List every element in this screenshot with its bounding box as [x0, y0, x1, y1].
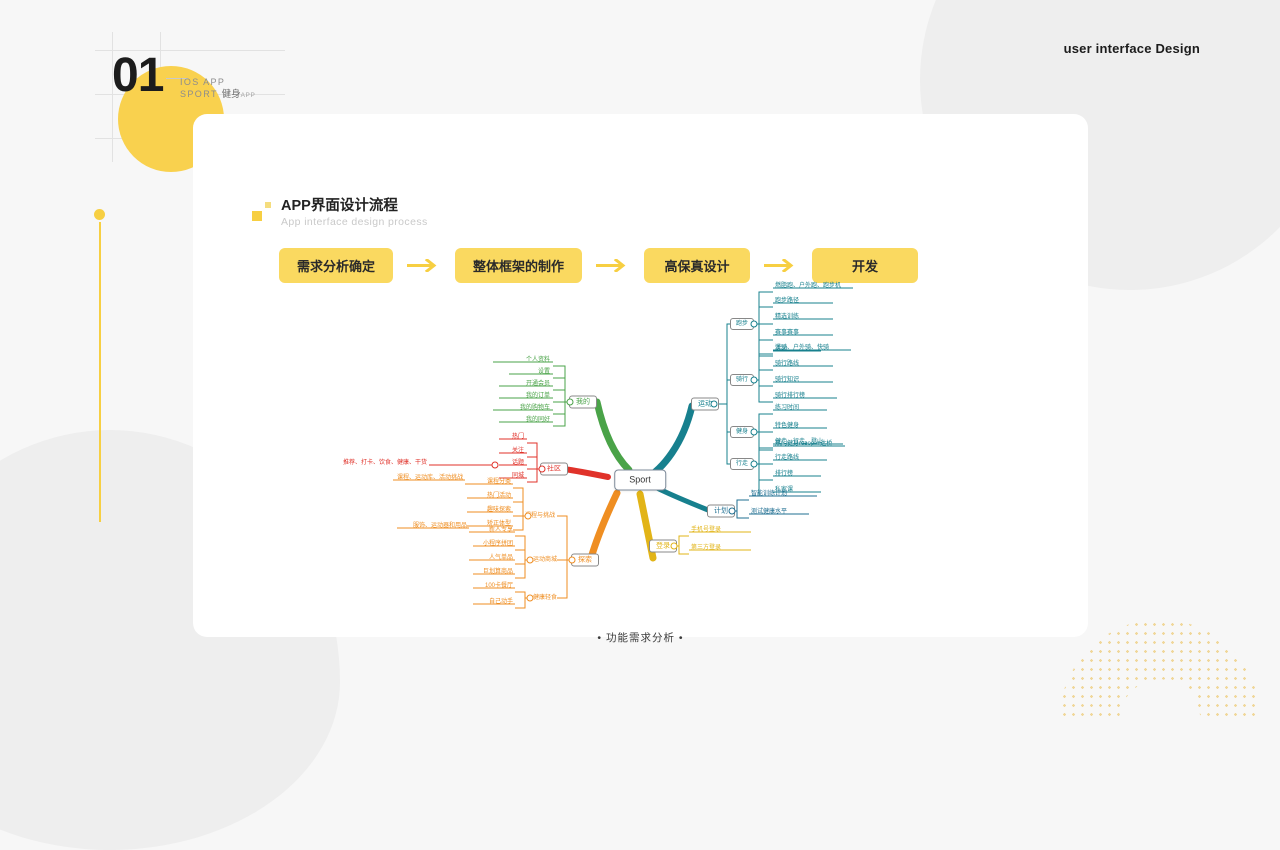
mindmap-leaf: 小程序拼团	[482, 541, 513, 547]
mindmap-leaf: 漫骑、户外骑、快骑	[775, 345, 830, 351]
mindmap-leaf: 手机号登录	[691, 527, 722, 533]
slide-subtitle-line1: IOS APP	[180, 77, 226, 87]
flow-step-1[interactable]: 需求分析确定	[279, 248, 394, 283]
mindmap-leaf: 关注	[511, 448, 524, 454]
mindmap: Sport 运动 跑步 燃脂跑、户外跑、跑步机 跑步路径 精选训练 赛事赛事 活…	[193, 114, 1088, 637]
card-footer-caption: • 功能需求分析 •	[597, 632, 684, 644]
mindmap-leaf: 新人专享	[488, 527, 513, 533]
decor-yellow-dot	[94, 209, 105, 220]
mindmap-leaf: 热门	[511, 434, 524, 440]
branch-dot-icon	[526, 556, 534, 564]
mindmap-leaf: 开通会员	[525, 381, 550, 387]
mindmap-leaf: 燃脂跑、户外跑、跑步机	[775, 283, 842, 289]
mindmap-leaf: 跑步路径	[775, 298, 800, 304]
branch-dot-icon	[568, 556, 576, 564]
mindmap-group-courses[interactable]: 课程与挑战	[524, 513, 555, 519]
mindmap-note: 课程、运动库、活动挑战	[396, 475, 463, 481]
branch-dot-icon	[524, 512, 532, 520]
mindmap-leaf: 巨划算商品	[482, 569, 513, 575]
branch-dot-icon	[491, 461, 499, 469]
mindmap-leaf: 我的购物车	[519, 405, 550, 411]
branch-dot-icon	[750, 428, 758, 436]
arrow-right-icon	[582, 259, 644, 272]
decor-dotted-arch	[1060, 620, 1260, 720]
arrow-right-icon	[393, 259, 455, 272]
mindmap-leaf: 同城	[511, 473, 524, 479]
slide-subtitle-sport: SPORT	[180, 89, 222, 100]
section-header: APP界面设计流程 App interface design process	[252, 198, 428, 229]
mindmap-leaf: 骑行知识	[775, 377, 800, 383]
branch-dot-icon	[728, 507, 736, 515]
arrow-right-icon	[750, 259, 812, 272]
mindmap-leaf: 第三方登录	[691, 545, 722, 551]
mindmap-leaf: 智能训练计划	[751, 491, 788, 497]
section-title: APP界面设计流程	[281, 198, 398, 214]
mindmap-group-cycling[interactable]: 骑行	[730, 374, 755, 386]
mindmap-leaf: 测试健康水平	[751, 509, 788, 515]
decor-yellow-line	[99, 222, 101, 522]
branch-dot-icon	[566, 398, 574, 406]
branch-dot-icon	[538, 465, 546, 473]
flow-step-2[interactable]: 整体框架的制作	[455, 248, 583, 283]
mindmap-group-walking[interactable]: 行走	[730, 458, 755, 470]
square-marker-small-icon	[265, 202, 271, 208]
slide-subtitle-cn: 健身	[221, 89, 241, 101]
mindmap-leaf: 健走、行走、登山	[775, 439, 824, 445]
mindmap-leaf: 活动	[775, 346, 788, 352]
mindmap-leaf: 个人资料	[525, 357, 550, 363]
mindmap-leaf: 热门活动	[486, 493, 511, 499]
branch-dot-icon	[526, 594, 534, 602]
slide-subtitle-line2: SPORT 健身APP	[180, 88, 255, 102]
mindmap-leaf: 人气单品	[488, 555, 513, 561]
mindmap-connectors	[393, 287, 853, 609]
mindmap-leaf: 趣味探索	[486, 507, 511, 513]
branch-dot-icon	[750, 460, 758, 468]
mindmap-note: 服饰、运动器和用品	[412, 523, 467, 529]
mindmap-leaf: 特色健身	[775, 423, 800, 429]
flow-step-3[interactable]: 高保真设计	[644, 248, 751, 283]
mindmap-leaf: 设置	[537, 369, 550, 375]
process-flow: 需求分析确定 整体框架的制作 高保真设计 开发	[279, 248, 919, 283]
slide-subtitle-app: APP	[240, 92, 256, 100]
mindmap-group-healthy-food[interactable]: 健康轻食	[532, 595, 557, 601]
mindmap-leaf: 矫正体型	[486, 521, 511, 527]
mindmap-leaf: 骑行排行榜	[775, 393, 806, 399]
content-card: APP界面设计流程 App interface design process 需…	[193, 114, 1088, 644]
section-subtitle: App interface design process	[281, 216, 428, 229]
slide-number: 01	[112, 49, 164, 102]
mindmap-leaf: 行走路线	[775, 455, 800, 461]
mindmap-leaf: 精选训练	[775, 314, 800, 320]
branch-dot-icon	[750, 376, 758, 384]
branch-dot-icon	[670, 542, 678, 550]
mindmap-leaf: 课程分类	[486, 479, 511, 485]
slide-subtitle: IOS APP SPORT 健身APP	[180, 76, 255, 102]
mindmap-leaf: 我的订单	[525, 393, 550, 399]
mindmap-leaf: 排行榜	[775, 471, 794, 477]
mindmap-leaf: 100卡餐厅	[484, 583, 513, 589]
mindmap-leaf: 自己动手	[488, 599, 513, 605]
mindmap-leaf: 练习时间	[775, 405, 800, 411]
mindmap-group-shop[interactable]: 运动商城	[532, 557, 557, 563]
mindmap-leaf: 我的同好	[525, 417, 550, 423]
mindmap-leaf: 话题	[511, 460, 524, 466]
branch-dot-icon	[710, 400, 718, 408]
branch-dot-icon	[750, 320, 758, 328]
square-marker-large-icon	[252, 211, 262, 221]
flow-step-4[interactable]: 开发	[812, 248, 919, 283]
mindmap-leaf: 骑行路线	[775, 361, 800, 367]
mindmap-note: 推荐、打卡、饮食、健康、干货	[342, 460, 427, 466]
mindmap-root-node[interactable]: Sport	[614, 469, 666, 491]
page-eyebrow: user interface Design	[1063, 41, 1200, 56]
mindmap-leaf: 赛事赛事	[775, 330, 800, 336]
mindmap-leaf: 私家课	[775, 487, 794, 493]
slide-number-rule	[166, 78, 188, 79]
mindmap-leaf: 热门健身говорит达桥	[775, 441, 833, 447]
